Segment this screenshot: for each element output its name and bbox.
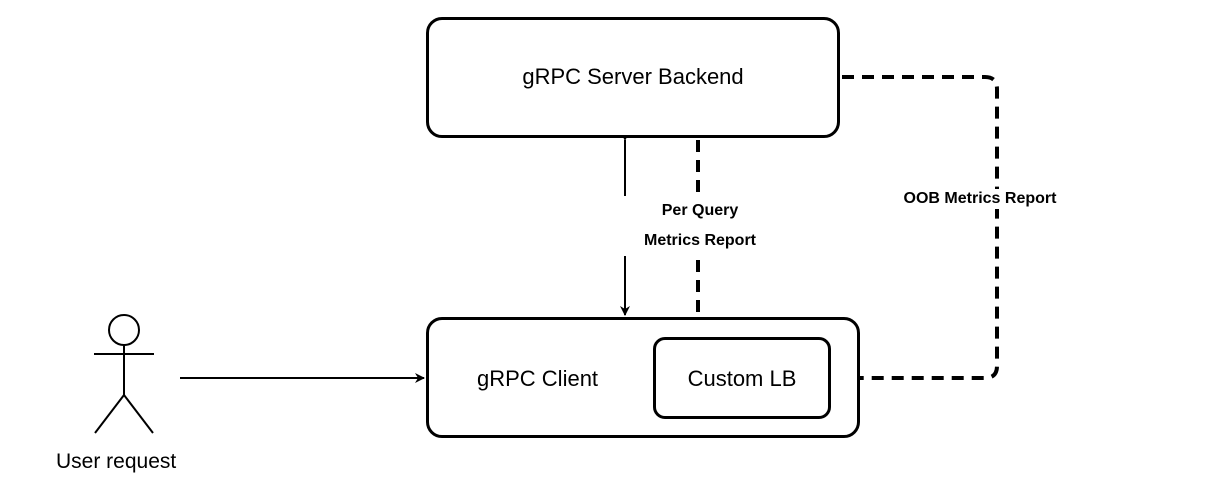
server-backend-node: gRPC Server Backend (426, 17, 840, 138)
user-actor-icon (94, 314, 154, 434)
grpc-client-label: gRPC Client (477, 366, 599, 391)
per-query-label-line2: Metrics Report (643, 232, 757, 249)
oob-metrics-arrow (832, 75, 999, 385)
oob-metrics-label: OOB Metrics Report (890, 189, 1070, 209)
user-request-label: User request (56, 450, 177, 473)
server-backend-label: gRPC Server Backend (522, 64, 744, 89)
per-query-label-line1: Per Query (661, 202, 739, 219)
custom-lb-label: Custom LB (687, 366, 797, 391)
per-query-metrics-label: Per Query Metrics Report (620, 196, 780, 256)
custom-lb-node: Custom LB (653, 337, 831, 419)
